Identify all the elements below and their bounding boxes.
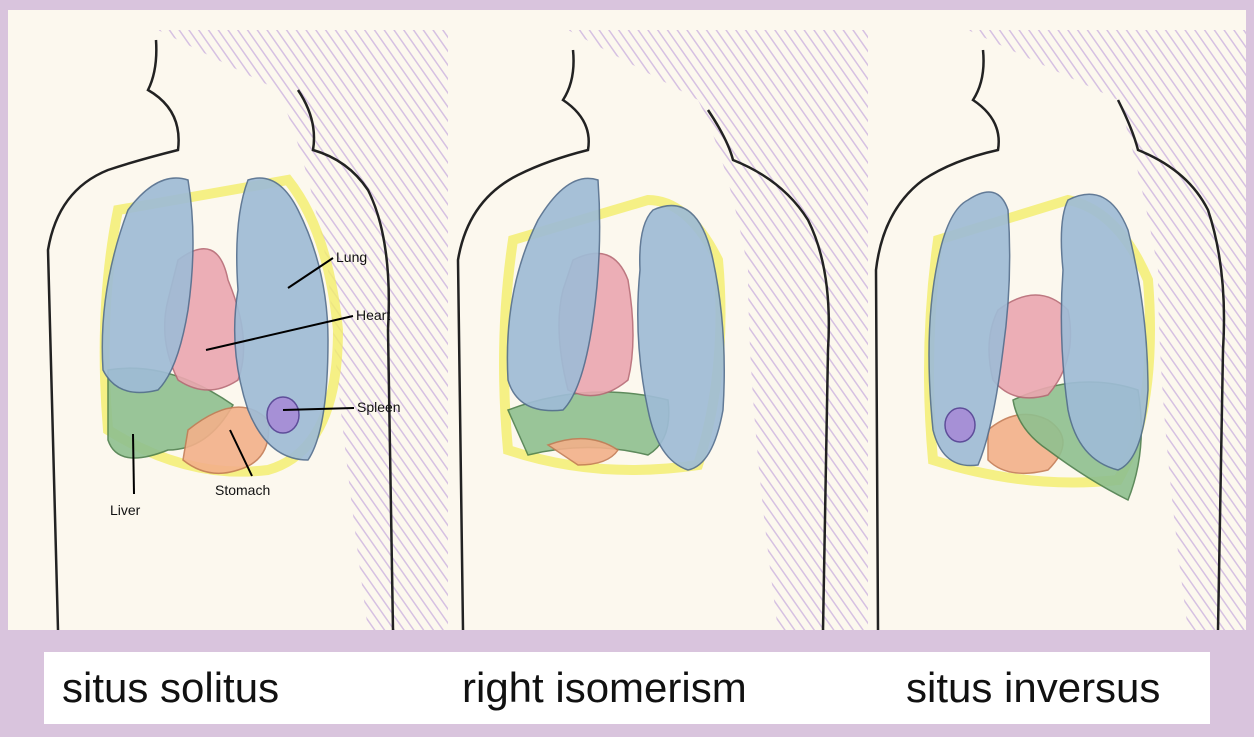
caption-situs-inversus: situs inversus	[906, 664, 1160, 712]
spleen-1	[267, 397, 299, 433]
stomach-label: Stomach	[215, 482, 270, 498]
liver-pointer	[133, 434, 134, 494]
situs-illustration: Lung Heart Spleen Stomach Liver	[8, 10, 1246, 630]
spleen-label: Spleen	[357, 399, 401, 415]
lung-label: Lung	[336, 249, 367, 265]
caption-right-isomerism: right isomerism	[462, 664, 747, 712]
liver-label: Liver	[110, 502, 141, 518]
illustration-panel: Lung Heart Spleen Stomach Liver	[8, 10, 1246, 630]
spleen-3	[945, 408, 975, 442]
lung-left-3	[1061, 194, 1148, 470]
caption-situs-solitus: situs solitus	[62, 664, 279, 712]
heart-label: Heart	[356, 307, 390, 323]
caption-bar: situs solitus right isomerism situs inve…	[44, 652, 1210, 724]
